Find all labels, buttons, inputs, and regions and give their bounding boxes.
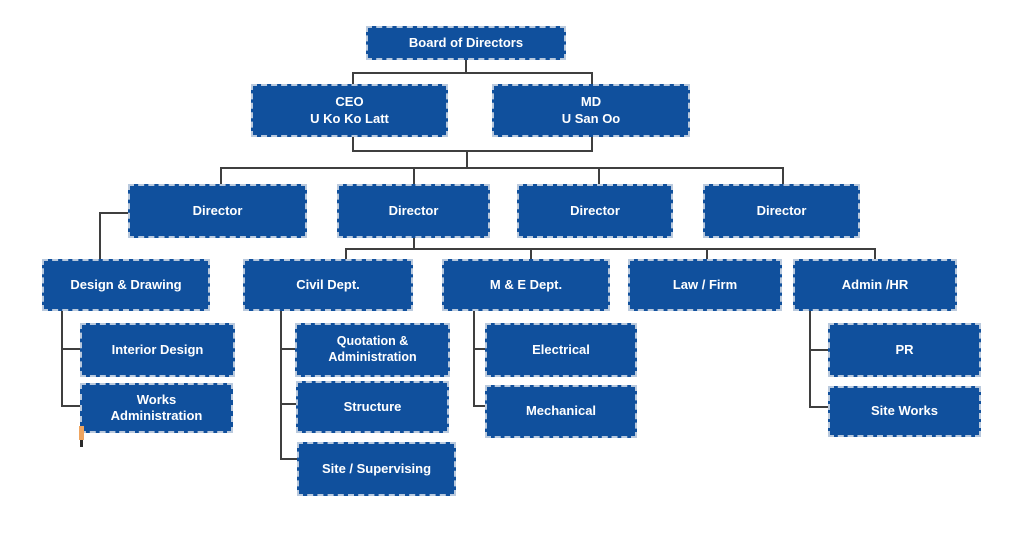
node-label: Site Works xyxy=(871,403,938,419)
connector-line xyxy=(99,212,101,259)
connector-line xyxy=(706,248,708,259)
connector-line xyxy=(466,150,468,168)
connector-line xyxy=(61,405,80,407)
node-interior-design: Interior Design xyxy=(80,323,235,377)
node-label: Works Administration xyxy=(110,391,203,423)
connector-line xyxy=(280,311,282,460)
node-admin-hr: Admin /HR xyxy=(793,259,957,311)
connector-line xyxy=(61,348,80,350)
connector-line xyxy=(352,72,354,84)
node-board-of-directors: Board of Directors xyxy=(366,26,566,60)
node-structure: Structure xyxy=(296,381,449,433)
connector-line xyxy=(809,349,829,351)
connector-line xyxy=(61,311,63,407)
node-label: Structure xyxy=(343,398,402,414)
node-label: Law / Firm xyxy=(672,276,738,292)
node-ceo: CEO U Ko Ko Latt xyxy=(251,84,448,137)
node-role: CEO xyxy=(335,94,364,110)
node-label: Admin /HR xyxy=(841,276,909,292)
connector-line xyxy=(280,348,296,350)
connector-line xyxy=(473,348,486,350)
connector-line xyxy=(220,167,784,169)
node-label: Board of Directors xyxy=(408,34,524,50)
connector-line xyxy=(591,72,593,84)
node-pr: PR xyxy=(828,323,981,377)
connector-line xyxy=(465,60,467,73)
stray-mark-tick xyxy=(80,440,83,447)
node-label: Director xyxy=(570,202,620,218)
connector-line xyxy=(345,248,876,250)
connector-line xyxy=(874,248,876,259)
node-director-2: Director xyxy=(337,184,490,238)
node-label: Director xyxy=(388,202,439,218)
node-label: M & E Dept. xyxy=(489,276,563,292)
connector-line xyxy=(413,167,415,184)
node-me-dept: M & E Dept. xyxy=(442,259,610,311)
node-director-1: Director xyxy=(128,184,307,238)
node-label: Site / Supervising xyxy=(321,460,432,476)
connector-line xyxy=(809,406,829,408)
connector-line xyxy=(352,72,593,74)
node-label: Director xyxy=(756,202,807,218)
connector-line xyxy=(591,136,593,152)
node-md: MD U San Oo xyxy=(492,84,690,137)
connector-line xyxy=(530,248,532,259)
node-works-administration: Works Administration xyxy=(80,383,233,433)
connector-line xyxy=(782,167,784,184)
node-person-name: U San Oo xyxy=(561,110,621,126)
node-label: Director xyxy=(192,202,243,218)
node-director-4: Director xyxy=(703,184,860,238)
node-mechanical: Mechanical xyxy=(485,385,637,438)
node-label: Design & Drawing xyxy=(70,276,182,292)
connector-line xyxy=(473,311,475,407)
node-electrical: Electrical xyxy=(485,323,637,377)
node-label: PR xyxy=(895,341,914,357)
node-site-works: Site Works xyxy=(828,386,981,437)
connector-line xyxy=(280,458,298,460)
stray-mark xyxy=(79,426,84,440)
node-label: Interior Design xyxy=(111,341,204,357)
connector-line xyxy=(99,212,128,214)
node-role: MD xyxy=(580,94,602,110)
node-law-firm: Law / Firm xyxy=(628,259,782,311)
node-label: Quotation & Administration xyxy=(328,334,417,364)
connector-line xyxy=(280,403,297,405)
node-label: Civil Dept. xyxy=(296,276,360,292)
node-person-name: U Ko Ko Latt xyxy=(310,110,389,126)
connector-line xyxy=(220,167,222,184)
connector-line xyxy=(352,136,354,152)
connector-line xyxy=(352,150,593,152)
node-design-drawing: Design & Drawing xyxy=(42,259,210,311)
node-civil-dept: Civil Dept. xyxy=(243,259,413,311)
node-label: Electrical xyxy=(532,341,590,357)
connector-line xyxy=(809,311,811,408)
connector-line xyxy=(473,405,486,407)
node-label: Mechanical xyxy=(525,403,597,419)
node-site-supervising: Site / Supervising xyxy=(297,442,456,496)
node-quotation-administration: Quotation & Administration xyxy=(295,323,450,377)
connector-line xyxy=(345,248,347,259)
node-director-3: Director xyxy=(517,184,673,238)
connector-line xyxy=(598,167,600,184)
connector-line xyxy=(413,238,415,250)
